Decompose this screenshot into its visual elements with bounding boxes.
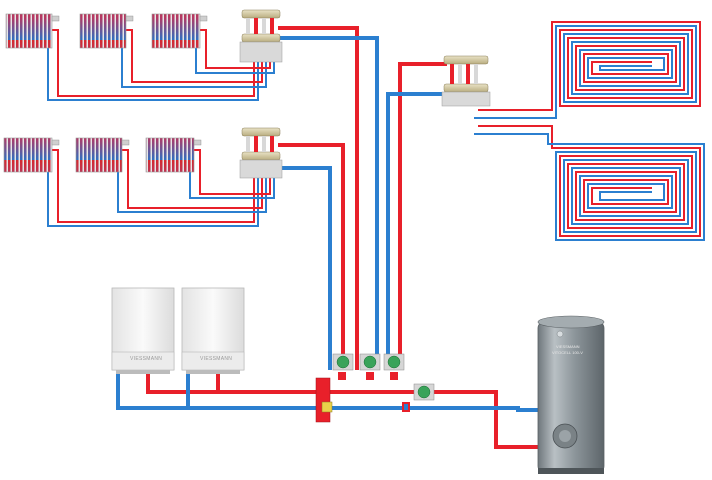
pump-1 — [332, 353, 354, 371]
boiler-connection-pipes — [116, 370, 220, 410]
radiator-1 — [5, 13, 60, 49]
main-return-pipes — [116, 36, 540, 412]
tank-model: VITOCELL 100-V — [552, 350, 583, 355]
header-valves — [338, 372, 410, 412]
radiator-4 — [3, 137, 60, 173]
underfloor-manifold — [441, 55, 491, 107]
radiator-6 — [145, 137, 202, 173]
pump-4 — [413, 383, 435, 401]
radiator-5 — [75, 137, 130, 173]
tank-brand: VIESSMANN — [556, 344, 580, 349]
underfloor-loop-2 — [474, 125, 705, 241]
hot-water-tank: VIESSMANN VITOCELL 100-V — [537, 315, 605, 474]
radiator-group-2-pipes — [47, 149, 275, 227]
radiator-group-1-pipes — [47, 29, 275, 101]
boiler-1: VIESSMANN — [111, 287, 175, 374]
boiler-2: VIESSMANN — [181, 287, 245, 374]
radiator-2 — [79, 13, 134, 49]
pump-2 — [359, 353, 381, 371]
boiler-1-brand: VIESSMANN — [130, 356, 162, 362]
radiator-manifold-upper — [239, 9, 283, 63]
radiator-3 — [151, 13, 208, 49]
underfloor-loop-1 — [474, 21, 701, 119]
boiler-2-brand: VIESSMANN — [200, 356, 232, 362]
hydraulic-separator — [315, 377, 333, 423]
main-supply-pipes — [146, 26, 540, 449]
radiator-manifold-lower — [239, 127, 283, 179]
pump-3 — [383, 353, 405, 371]
